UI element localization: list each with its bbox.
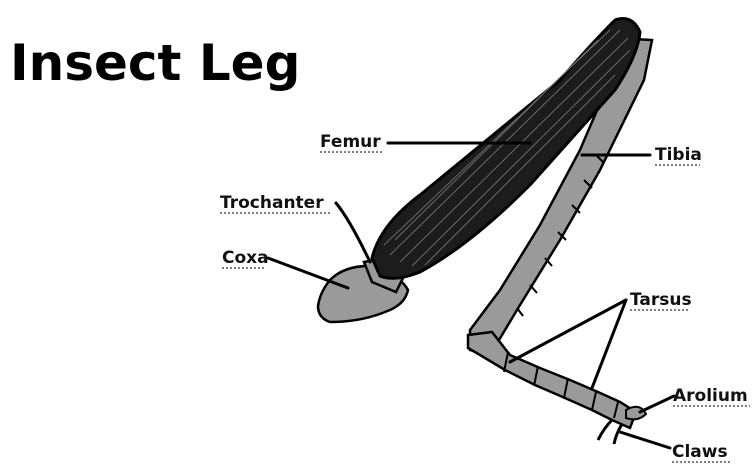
- label-tibia: Tibia: [655, 145, 702, 165]
- trochanter-leader: [336, 203, 370, 262]
- arolium-leader: [640, 396, 674, 412]
- tarsus-leader-1: [510, 300, 626, 362]
- label-arolium: Arolium: [673, 386, 748, 406]
- label-claws: Claws: [672, 442, 728, 462]
- label-tarsus: Tarsus: [630, 290, 692, 310]
- arolium: [626, 407, 646, 420]
- tarsus-segment: [468, 332, 636, 428]
- claws-leader: [620, 432, 670, 448]
- tarsus-leader-2: [592, 300, 626, 388]
- label-coxa: Coxa: [222, 248, 269, 268]
- label-trochanter: Trochanter: [220, 193, 324, 213]
- coxa-leader: [268, 258, 348, 288]
- label-femur: Femur: [320, 132, 381, 152]
- diagram-title: Insect Leg: [10, 34, 300, 92]
